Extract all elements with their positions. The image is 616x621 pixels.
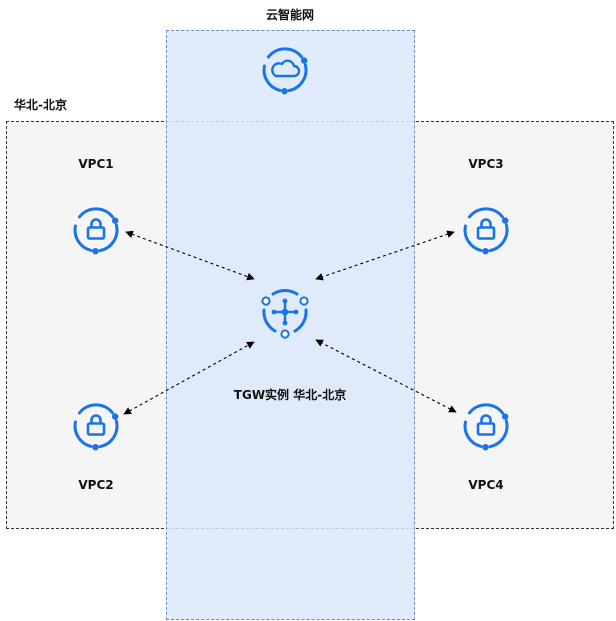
vpc3-lock-icon (463, 207, 510, 256)
vpc4-label: VPC4 (468, 478, 504, 492)
cloud-network-band (166, 30, 415, 620)
vpc2-label: VPC2 (78, 478, 114, 492)
connector-vpc1-tgw (125, 230, 255, 281)
network-hub-icon (261, 289, 309, 339)
cloud-network-label: 云智能网 (265, 8, 315, 22)
connector-vpc3-tgw (315, 230, 455, 281)
connector-vpc4-tgw (315, 339, 457, 413)
vpc4-lock-icon (463, 403, 510, 452)
vpc3-label: VPC3 (468, 157, 504, 171)
connector-vpc2-tgw (123, 341, 255, 415)
vpc2-lock-icon (73, 403, 120, 452)
vpc1-lock-icon (73, 207, 120, 256)
vpc1-label: VPC1 (78, 157, 114, 171)
region-label: 华北-北京 (14, 98, 67, 112)
cloud-icon (262, 47, 308, 95)
